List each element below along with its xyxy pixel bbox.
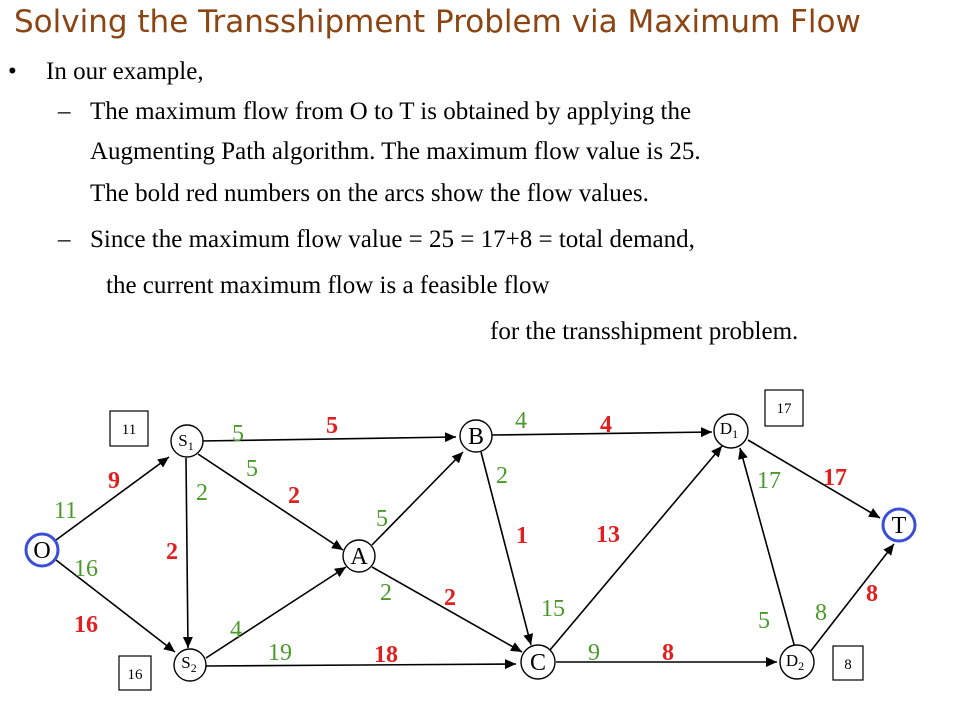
capacity-label-B-C: 2 — [496, 463, 508, 489]
supply-box-S1: 11 — [109, 410, 149, 447]
svg-text:C: C — [530, 650, 546, 676]
svg-text:O: O — [33, 538, 50, 564]
arc-O-S2 — [55, 559, 176, 653]
flow-label-O-S1: 9 — [108, 468, 120, 494]
svg-text:8: 8 — [844, 657, 852, 673]
flow-label-D2-T: 8 — [866, 581, 878, 607]
node-D2: D2 — [779, 644, 815, 680]
svg-text:A: A — [350, 544, 368, 570]
arc-D2-T — [809, 543, 895, 653]
svg-text:D2: D2 — [786, 651, 804, 673]
intro-text: In our example, — [46, 58, 204, 85]
capacity-label-S2-C: 19 — [268, 640, 292, 666]
slide-title: Solving the Transshipment Problem via Ma… — [14, 4, 861, 40]
capacity-label-O-S1: 11 — [54, 498, 77, 524]
arc-S2-A — [205, 566, 347, 659]
arc-A-B — [371, 451, 464, 546]
svg-text:S1: S1 — [178, 431, 193, 453]
node-B: B — [459, 419, 493, 453]
capacity-label-S1-S2: 2 — [196, 480, 208, 506]
arc-S1-S2 — [182, 457, 193, 649]
node-C: C — [520, 644, 556, 680]
svg-text:D1: D1 — [720, 419, 738, 441]
flow-label-B-C: 1 — [516, 523, 528, 549]
svg-text:11: 11 — [122, 422, 136, 438]
flow-label-B-D1: 4 — [600, 412, 612, 438]
arc-D1-T — [747, 439, 881, 519]
node-O: O — [24, 532, 60, 568]
capacity-label-O-S2: 16 — [74, 556, 98, 582]
capacity-label-C-D1: 15 — [541, 596, 565, 622]
node-D1: D1 — [713, 413, 749, 449]
flow-label-O-S2: 16 — [74, 612, 98, 638]
node-S1: S1 — [170, 424, 204, 458]
paragraph-2-line-3: for the transshipment problem. — [490, 318, 799, 345]
node-T: T — [881, 507, 917, 543]
capacity-label-D2-D1: 5 — [758, 608, 770, 634]
capacity-label-D1-T: 17 — [757, 468, 781, 494]
flow-label-A-C: 2 — [444, 585, 456, 611]
capacity-label-A-B: 5 — [376, 506, 388, 532]
flow-label-S1-B: 5 — [326, 413, 338, 439]
arc-D2-D1 — [738, 447, 796, 649]
flow-label-S2-C: 18 — [374, 642, 398, 668]
bullet-dot: • — [8, 58, 17, 85]
svg-text:T: T — [892, 513, 907, 539]
paragraph-1-line-2: Augmenting Path algorithm. The maximum f… — [90, 138, 701, 165]
dash-marker-2: – — [58, 226, 71, 253]
demand-box-D2: 8 — [832, 645, 864, 681]
arc-S1-A — [197, 453, 344, 551]
supply-box-S2: 16 — [118, 655, 152, 691]
capacity-label-D2-T: 8 — [815, 600, 827, 626]
flow-label-C-D1: 13 — [596, 522, 620, 548]
paragraph-1-line-1: The maximum flow from O to T is obtained… — [90, 98, 692, 125]
arc-B-C — [480, 451, 534, 646]
arc-C-D1 — [549, 445, 723, 651]
capacity-label-S1-B: 5 — [232, 421, 244, 447]
demand-box-D1: 17 — [764, 389, 804, 427]
flow-label-C-D2: 8 — [662, 640, 674, 666]
dash-marker-1: – — [58, 98, 71, 125]
svg-text:B: B — [468, 424, 484, 450]
svg-text:17: 17 — [777, 401, 793, 417]
capacity-label-S2-A: 4 — [230, 617, 242, 643]
arc-A-C — [371, 566, 523, 653]
paragraph-2-line-1: Since the maximum flow value = 25 = 17+8… — [90, 226, 695, 253]
paragraph-2-line-2: the current maximum flow is a feasible f… — [106, 272, 550, 299]
capacity-label-B-D1: 4 — [515, 408, 527, 434]
node-S2: S2 — [173, 648, 207, 682]
svg-text:16: 16 — [128, 667, 144, 683]
capacity-label-A-C: 2 — [380, 580, 392, 606]
flow-label-D1-T: 17 — [823, 465, 847, 491]
paragraph-1-line-3: The bold red numbers on the arcs show th… — [90, 180, 649, 207]
arc-B-D1 — [491, 427, 713, 438]
svg-text:S2: S2 — [181, 653, 196, 675]
capacity-label-C-D2: 9 — [588, 640, 600, 666]
node-A: A — [342, 539, 376, 573]
arc-O-S1 — [55, 456, 170, 541]
flow-label-S1-S2: 2 — [166, 539, 178, 565]
arc-S2-C — [205, 659, 517, 670]
capacity-label-S1-A: 5 — [246, 456, 258, 482]
arc-S1-B — [199, 432, 457, 443]
flow-label-S1-A: 2 — [288, 483, 300, 509]
